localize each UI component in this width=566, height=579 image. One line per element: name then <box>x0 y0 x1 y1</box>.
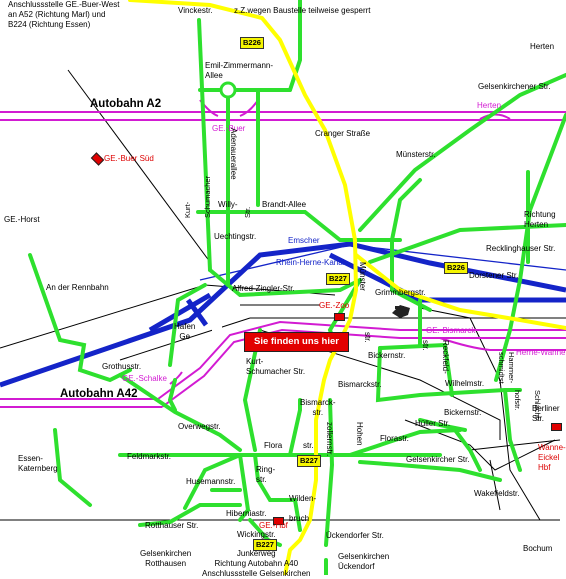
label-hammerschmidtstr: Hammer- schmidtst <box>497 352 516 384</box>
station-zoo <box>334 313 345 321</box>
label-hueller-str: Hüller Str. <box>415 419 451 428</box>
badge-b226-right: B226 <box>444 262 468 274</box>
label-ge-buer: GE.-Buer <box>212 124 246 133</box>
label-bickernstr-2: Bickernstr. <box>444 408 482 417</box>
label-ringstr: Ring- str. <box>256 465 276 484</box>
label-adenauerallee: Adenauerallee <box>229 128 238 180</box>
label-autobahn-a2: Autobahn A2 <box>90 98 162 110</box>
label-buer-sued: GE.-Buer Süd <box>104 154 154 163</box>
label-grimmbergstr: Grimmbergstr. <box>375 288 426 297</box>
label-ge-hbf: GE.-Hbf <box>259 521 288 530</box>
label-willy: Willy- <box>218 200 238 209</box>
label-richtung-herten: Richtung Herten <box>524 210 556 229</box>
label-hiberniastr: Hiberniastr. <box>226 509 267 518</box>
label-rotthauser-str: Rotthauser Str. <box>145 521 199 530</box>
label-hohenzollernstr: Hohen zollernstr. <box>325 422 364 457</box>
label-kurt-schumacher-south: Kurt- Schumacher Str. <box>246 357 306 376</box>
label-ge-bismarck: GE.-Bismarck <box>426 326 476 335</box>
station-hbf <box>273 517 284 525</box>
label-bismarckstr: Bismarckstr. <box>338 380 382 389</box>
zoo-icon <box>392 305 410 318</box>
streets <box>28 0 566 575</box>
label-vinckestr: Vinckestr. <box>178 6 213 15</box>
badge-b227-low: B227 <box>297 455 321 467</box>
label-feldmarkstr: Feldmarkstr. <box>127 452 172 461</box>
label-bickernstr: Bickernstr. <box>368 351 406 360</box>
label-wickingstr: Wickingstr. <box>237 530 276 539</box>
label-alfred-zingler: Alfred-Zingler-Str. <box>232 284 295 293</box>
label-herten: Herten <box>530 42 555 51</box>
badge-b226-top: B226 <box>240 37 264 49</box>
label-str-small: str. <box>363 332 372 343</box>
federal-roads <box>128 0 566 575</box>
label-rhein-herne-kanal: Rhein-Herne-Kanal <box>276 258 345 267</box>
label-dorstener: Dorstener Str. <box>469 271 519 280</box>
label-gelsenkircher-str: Gelsenkircher Str. <box>406 455 470 464</box>
label-reckfeldstr: Reckfeld- str. <box>421 340 450 374</box>
label-an-der-rennbahn: An der Rennbahn <box>46 283 109 292</box>
label-gelsenkirchener-str: Gelsenkirchener Str. <box>478 82 551 91</box>
label-kurt-schumacher-vertical: Kurt- Schumacher Str. <box>183 175 252 218</box>
label-bochum: Bochum <box>523 544 553 553</box>
label-flora-str: str. <box>303 441 314 450</box>
label-baustelle: z.Z.wegen Baustelle teilweise gesperrt <box>234 6 371 15</box>
railway-lines <box>0 69 566 521</box>
label-junkerweg: Junkerweg Richtung Autobahn A40 Anschlus… <box>202 549 311 578</box>
badge-b227-bottom: B227 <box>253 539 277 551</box>
label-anschluss-west: Anschlussstelle GE.-Buer-West an A52 (Ri… <box>8 0 120 29</box>
label-emil-zimmermann: Emil-Zimmermann- Allee <box>205 61 273 80</box>
label-ge-horst: GE.-Horst <box>4 215 40 224</box>
label-overwegstr: Overwegstr. <box>178 422 221 431</box>
label-muenster-vertical: Münster <box>358 262 367 291</box>
label-essen-katernberg: Essen- Katernberg <box>18 454 58 473</box>
label-gk-ueckendorf: Gelsenkirchen Ückendorf <box>338 552 390 571</box>
label-emscher: Emscher <box>288 236 320 245</box>
label-ueckendorfer-str: Ückendorfer Str. <box>326 531 384 540</box>
label-bismarck-vertical: Bismarck- str. <box>300 398 336 417</box>
badge-b227-mid: B227 <box>326 273 350 285</box>
label-cranger: Cranger Straße <box>315 129 371 138</box>
label-florastr: Florastr. <box>380 434 409 443</box>
label-ge-schalke: GE.-Schalke <box>122 374 167 383</box>
label-wildenbruch: Wilden- bruch <box>289 494 317 523</box>
label-ge-zoo: GE.-Zoo <box>319 301 350 310</box>
label-herten-ramp: Herten <box>477 101 502 110</box>
label-autobahn-a42: Autobahn A42 <box>60 388 138 400</box>
label-uechtingstr: Uechtingstr. <box>214 232 257 241</box>
label-berliner-str: Berliner Str. <box>532 404 560 423</box>
label-hafen: Hafen Ge <box>174 322 196 341</box>
label-schlachthofstr: Schlacht- hofstr. <box>513 390 542 422</box>
label-muensterstr-top: Münsterstr. <box>396 150 436 159</box>
label-gk-rotthausen: Gelsenkirchen Rotthausen <box>140 549 192 568</box>
label-wakefieldstr: Wakefieldstr. <box>474 489 520 498</box>
here-marker: Sie finden uns hier <box>244 332 349 352</box>
label-wanne-eickel-hbf: Wanne- Eickel Hbf <box>538 443 566 472</box>
label-flora: Flora <box>264 441 283 450</box>
station-wanne-eickel <box>551 423 562 431</box>
label-grothusstr: Grothusstr. <box>102 362 142 371</box>
label-recklinghauser: Recklinghauser Str. <box>486 244 556 253</box>
label-husemannstr: Husemannstr. <box>186 477 236 486</box>
roundabout-emil <box>219 81 237 99</box>
autobahn-roads <box>0 99 566 408</box>
label-brandt-allee: Brandt-Allee <box>262 200 307 209</box>
label-wilhelmstr: Wilhelmstr. <box>445 379 485 388</box>
label-herne-wanne: Herne-Wanne <box>516 348 566 357</box>
